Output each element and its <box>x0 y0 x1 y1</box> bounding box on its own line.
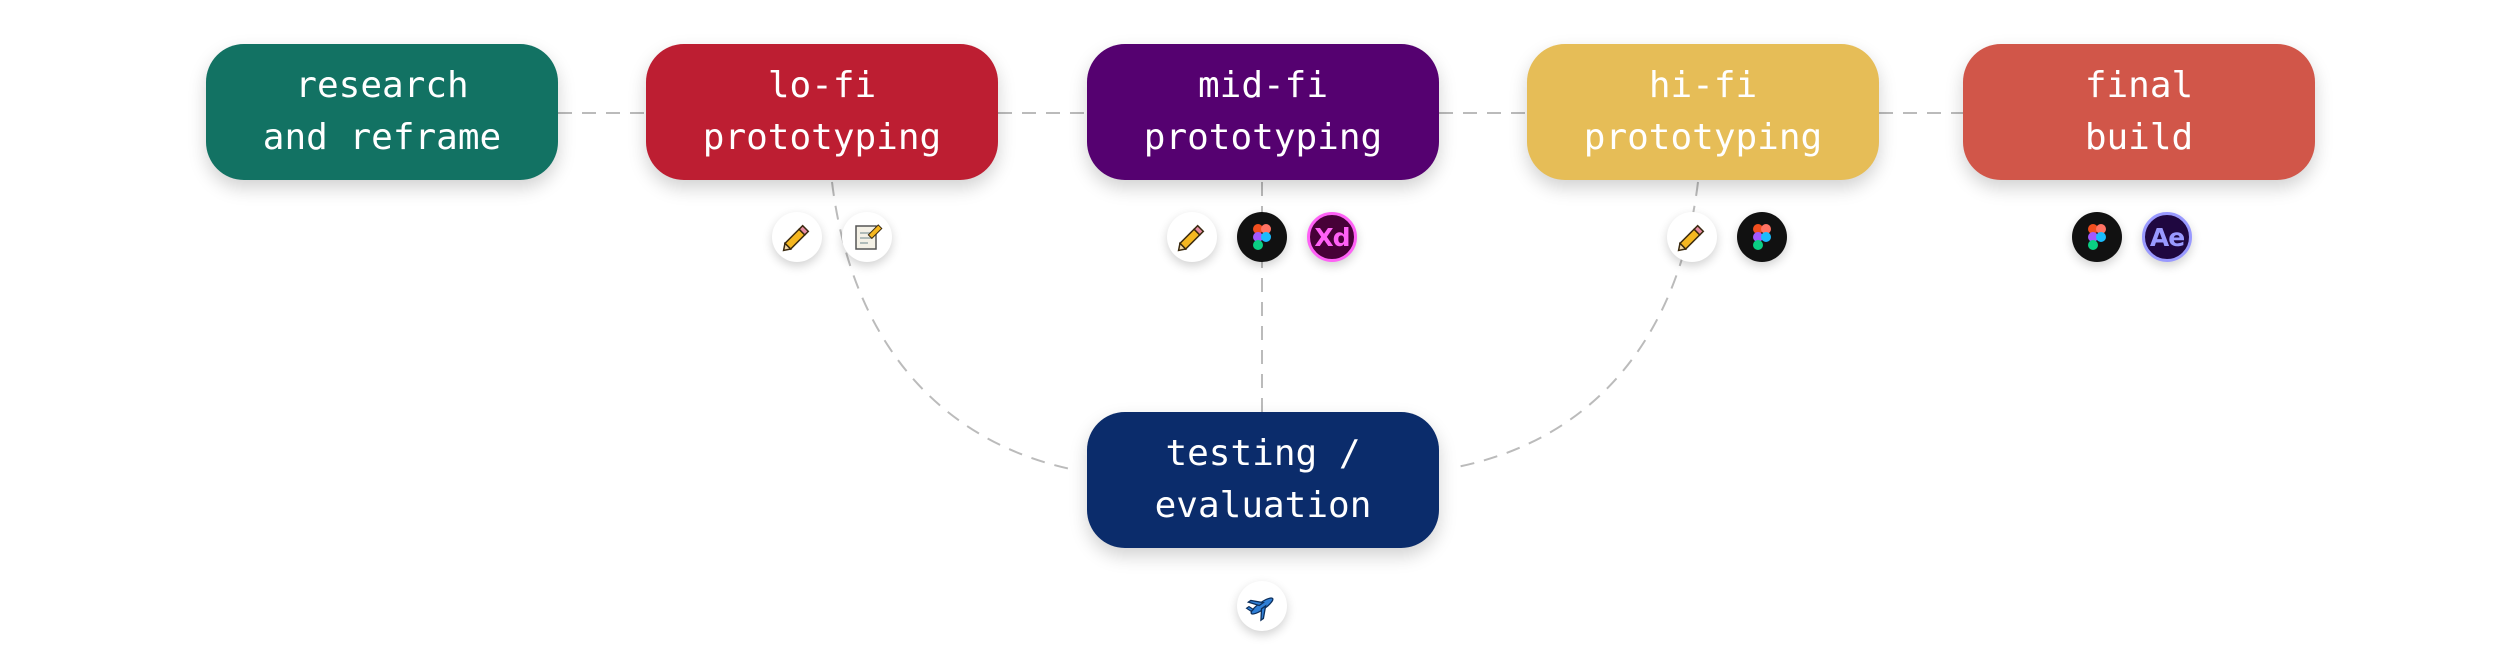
stage-testing-line1: testing / <box>1165 433 1361 474</box>
stage-final-line2: build <box>2084 117 2194 158</box>
adobe-xd-icon: Xd <box>1307 212 1357 262</box>
pencil-icon <box>1667 212 1717 262</box>
stage-research: research and reframe <box>206 44 558 180</box>
stage-midfi-line1: mid-fi <box>1197 65 1329 106</box>
stage-hifi: hi-fi prototyping <box>1527 44 1879 180</box>
stage-lofi-line1: lo-fi <box>767 65 877 106</box>
figma-icon <box>2072 212 2122 262</box>
after-effects-label: Ae <box>2149 222 2185 252</box>
figma-icon <box>1737 212 1787 262</box>
notepad-icon <box>842 212 892 262</box>
stage-research-line1: research <box>295 65 469 106</box>
pencil-icon <box>1167 212 1217 262</box>
adobe-xd-label: Xd <box>1314 222 1350 252</box>
stage-hifi-line1: hi-fi <box>1648 65 1758 106</box>
connector-hifi-testing <box>1451 181 1699 469</box>
stage-final: final build <box>1963 44 2315 180</box>
stage-testing: testing / evaluation <box>1087 412 1439 548</box>
stage-lofi-line2: prototyping <box>702 117 942 158</box>
figma-icon <box>1237 212 1287 262</box>
stage-midfi-line2: prototyping <box>1143 117 1383 158</box>
stage-testing-line2: evaluation <box>1154 485 1372 526</box>
pencil-icon <box>772 212 822 262</box>
stage-lofi: lo-fi prototyping <box>646 44 998 180</box>
after-effects-icon: Ae <box>2142 212 2192 262</box>
stage-midfi: mid-fi prototyping <box>1087 44 1439 180</box>
stage-final-line1: final <box>2084 65 2194 106</box>
airplane-icon <box>1237 581 1287 631</box>
stage-research-line2: and reframe <box>262 117 502 158</box>
stage-hifi-line2: prototyping <box>1583 117 1823 158</box>
